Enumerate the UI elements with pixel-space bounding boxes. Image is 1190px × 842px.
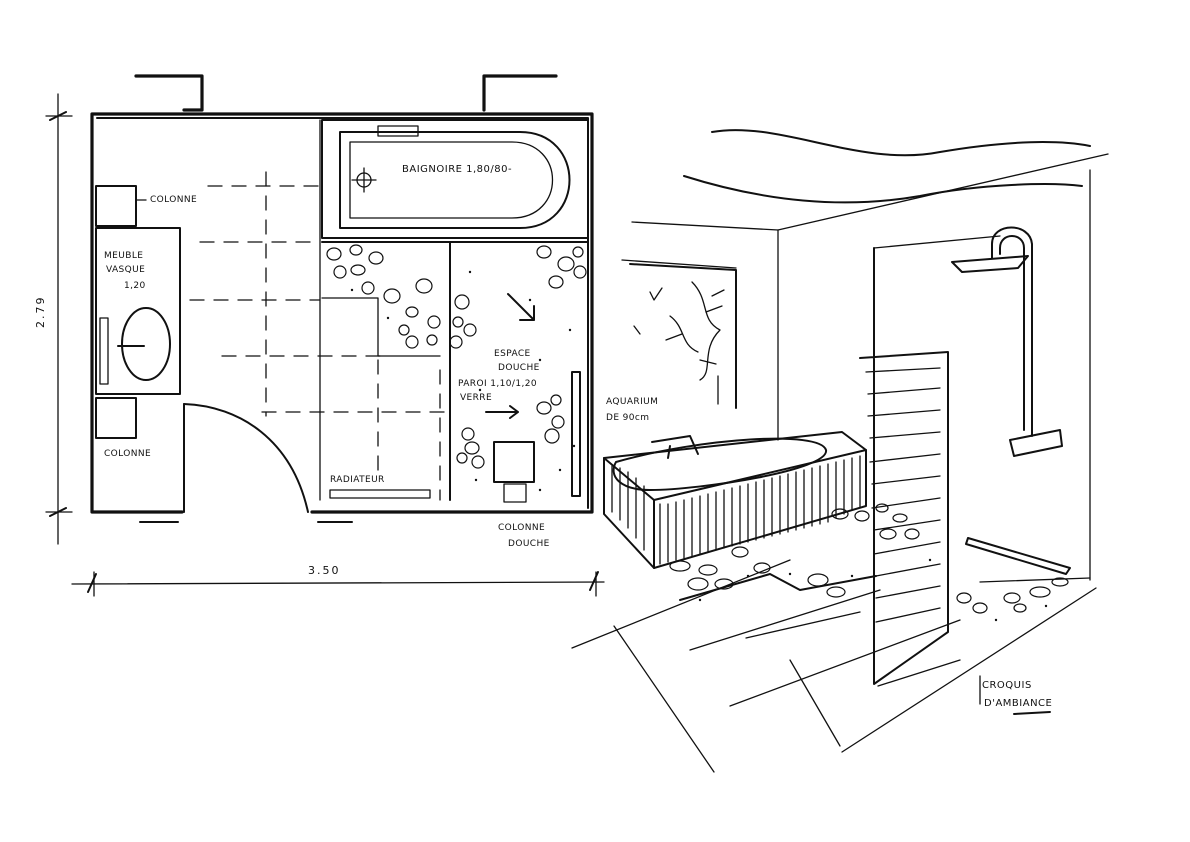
plan-pebbles xyxy=(326,244,587,492)
vanity-label-1: MEUBLE xyxy=(104,251,143,261)
sketch-caption: CROQUIS D'AMBIANCE xyxy=(979,675,1052,715)
aquarium-label-2: DE 90cm xyxy=(606,413,649,423)
glass-label-2: VERRE xyxy=(460,393,492,403)
plan-dimension-height: 2.79 xyxy=(34,93,73,545)
plan-radiator xyxy=(329,489,431,499)
perspective-sketch: AQUARIUM DE 90cm xyxy=(571,129,1109,773)
vanity-label-3: 1,20 xyxy=(124,281,146,291)
plan-window-left xyxy=(134,74,204,112)
plan-column-bottom xyxy=(95,397,137,439)
column-top-label: COLONNE xyxy=(150,195,197,205)
plan-outer-walls xyxy=(90,112,594,514)
plan-window-right xyxy=(482,74,558,112)
height-dimension: 2.79 xyxy=(34,296,47,329)
plan-dimension-width: 3.50 xyxy=(71,564,605,597)
plan-glass-panel xyxy=(571,371,581,497)
column-bottom-label: COLONNE xyxy=(104,449,151,459)
radiator-label: RADIATEUR xyxy=(330,475,385,485)
caption-label-1: CROQUIS xyxy=(982,680,1032,691)
perspective-drain xyxy=(965,537,1071,575)
shower-arrow-right xyxy=(485,405,519,419)
aquarium-label-1: AQUARIUM xyxy=(606,397,658,407)
glass-label-1: PAROI 1,10/1,20 xyxy=(458,379,537,389)
shower-arrow-diagonal xyxy=(507,293,535,321)
plan-vanity xyxy=(95,227,181,395)
perspective-bathtub xyxy=(603,431,867,569)
vanity-label-2: VASQUE xyxy=(106,265,145,275)
caption-label-2: D'AMBIANCE xyxy=(984,698,1052,709)
perspective-shower-column xyxy=(951,226,1063,457)
plan-column-top xyxy=(95,185,137,227)
plan-door-swing xyxy=(183,403,309,513)
perspective-glass-panel xyxy=(859,235,1001,685)
aquarium: AQUARIUM DE 90cm xyxy=(606,263,737,423)
shower-label-1: ESPACE xyxy=(494,349,531,359)
bathtub-label: BAIGNOIRE 1,80/80- xyxy=(402,164,512,175)
shower-column-label-2: DOUCHE xyxy=(508,539,550,549)
shower-column-label-1: COLONNE xyxy=(498,523,545,533)
width-dimension: 3.50 xyxy=(308,564,341,577)
ceiling-wave xyxy=(711,129,1091,157)
shower-label-2: DOUCHE xyxy=(498,363,540,373)
plan-shower-column xyxy=(493,441,535,483)
plan-tile-grid xyxy=(189,119,447,501)
perspective-pebbles xyxy=(669,503,1069,622)
plan-bathtub: BAIGNOIRE 1,80/80- xyxy=(321,119,589,239)
floor-plan: BAIGNOIRE 1,80/80- xyxy=(34,74,605,597)
